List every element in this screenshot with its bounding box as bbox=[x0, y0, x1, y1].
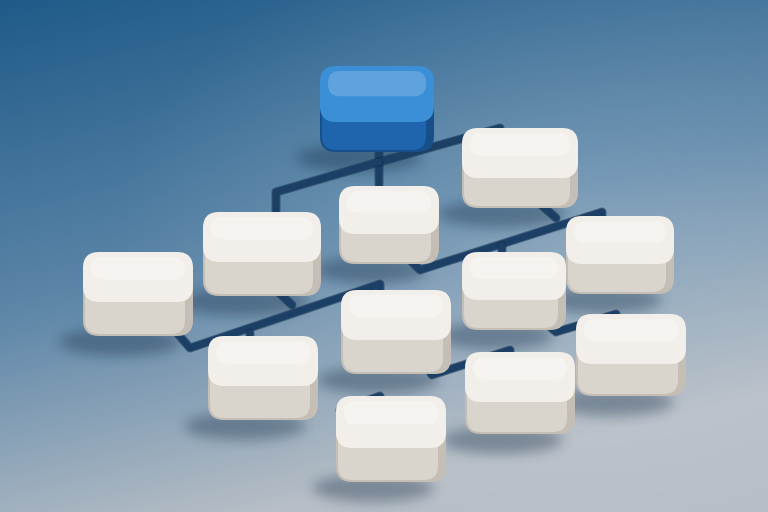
node-top-face bbox=[336, 396, 446, 448]
node-highlight bbox=[574, 221, 666, 243]
node-top-face bbox=[341, 290, 451, 340]
node-highlight bbox=[347, 191, 431, 213]
hierarchy-nodes bbox=[83, 66, 686, 482]
node-top-face bbox=[339, 186, 439, 234]
node-highlight bbox=[216, 341, 310, 364]
child-node bbox=[208, 336, 318, 420]
node-top-face bbox=[462, 128, 578, 178]
child-node bbox=[462, 128, 578, 208]
child-node bbox=[576, 314, 686, 396]
node-highlight bbox=[349, 295, 443, 318]
node-highlight bbox=[91, 257, 185, 280]
node-top-face bbox=[566, 216, 674, 264]
child-node bbox=[203, 212, 321, 296]
node-top-face bbox=[465, 352, 575, 402]
child-node bbox=[465, 352, 575, 434]
node-highlight bbox=[470, 133, 570, 156]
node-top-face bbox=[208, 336, 318, 386]
child-node bbox=[339, 186, 439, 264]
child-node bbox=[83, 252, 193, 336]
child-node bbox=[566, 216, 674, 294]
node-top-face bbox=[576, 314, 686, 364]
node-top-face bbox=[203, 212, 321, 262]
child-node bbox=[336, 396, 446, 482]
child-node bbox=[341, 290, 451, 374]
root-node bbox=[320, 66, 434, 152]
node-top-face bbox=[83, 252, 193, 302]
node-highlight bbox=[211, 217, 313, 240]
node-highlight bbox=[328, 71, 426, 97]
node-highlight bbox=[473, 357, 567, 380]
node-highlight bbox=[584, 319, 678, 342]
node-top-face bbox=[320, 66, 434, 122]
node-highlight bbox=[344, 401, 438, 425]
child-node bbox=[462, 252, 566, 330]
node-top-face bbox=[462, 252, 566, 300]
node-highlight bbox=[470, 257, 558, 279]
